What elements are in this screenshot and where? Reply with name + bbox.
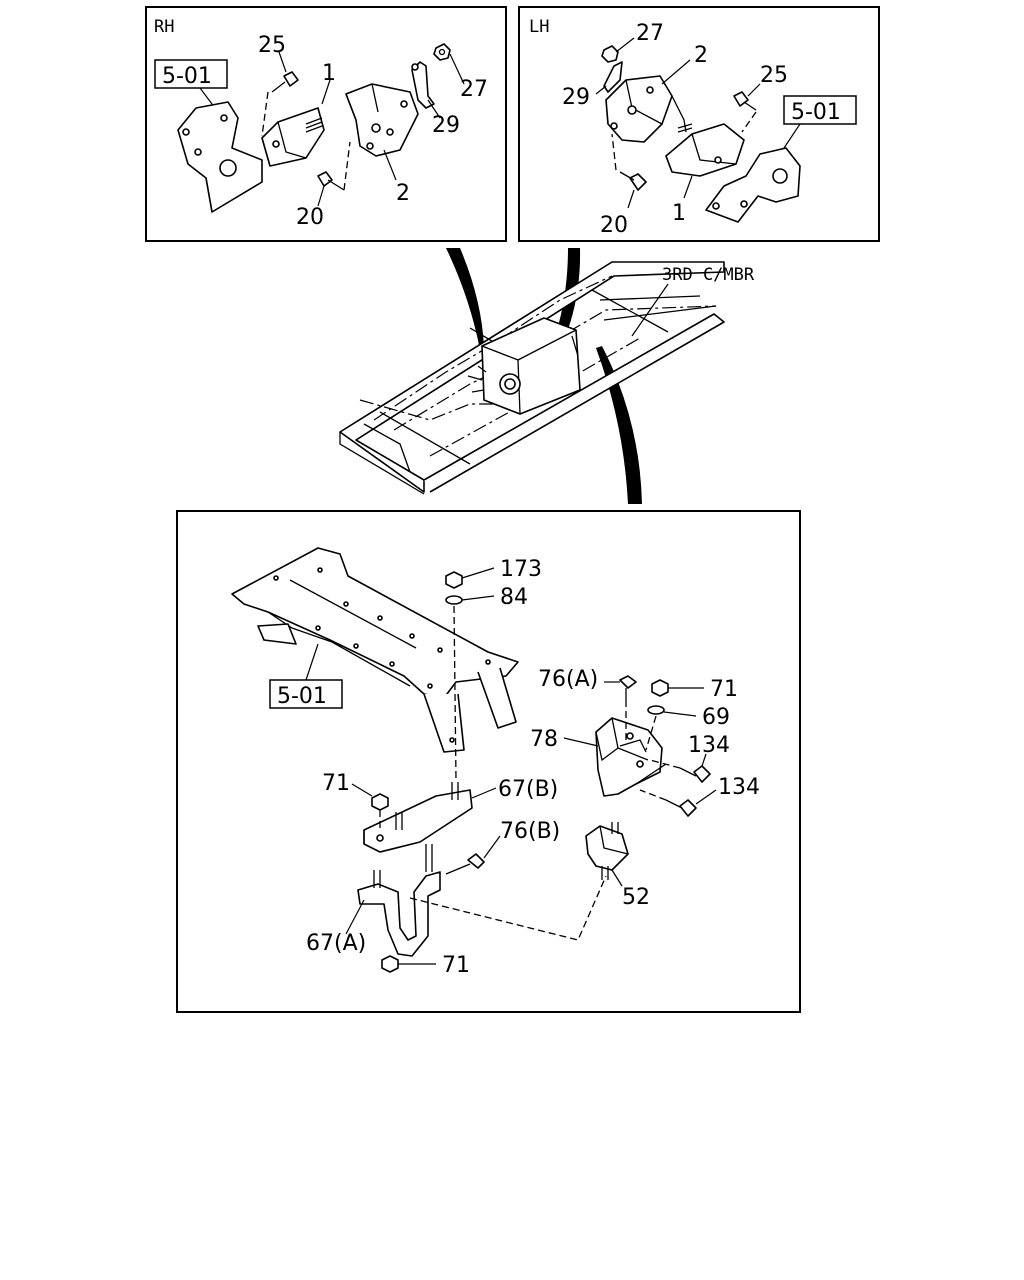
callout-52[interactable]: 52 — [622, 885, 650, 910]
rear-mount-panel: 5-01 173 84 67(B) 71 — [176, 510, 801, 1013]
rh-engine-mount-1 — [261, 107, 325, 167]
rh-callout-20[interactable]: 20 — [296, 205, 324, 230]
nut-71-upper-left — [371, 793, 389, 811]
rear-ref-box[interactable] — [269, 679, 343, 709]
callout-173[interactable]: 173 — [500, 557, 542, 582]
rh-bolt-20-axis — [343, 141, 351, 191]
lh-side-label: LH — [529, 17, 549, 37]
bolt-134-upper — [679, 765, 711, 783]
rh-stopper-29 — [411, 61, 435, 109]
lh-callout-29[interactable]: 29 — [562, 85, 590, 110]
rh-ref-label[interactable]: 5-01 — [162, 64, 212, 89]
rh-nut-27 — [433, 43, 451, 61]
rubber-mount-52 — [585, 822, 629, 880]
lh-engine-mount-1 — [665, 123, 745, 177]
lh-mount-bracket-2 — [605, 75, 687, 143]
lh-bolt-20-axis — [611, 133, 617, 171]
rh-callout-2[interactable]: 2 — [396, 181, 410, 206]
rh-ref-box[interactable] — [154, 59, 228, 89]
callout-76a[interactable]: 76(A) — [538, 667, 598, 692]
lh-panel: LH 27 29 2 — [518, 6, 880, 242]
lh-ref-leader — [783, 123, 801, 149]
rh-pointer-curve — [446, 248, 484, 350]
rear-ref-leader — [305, 643, 319, 681]
bolt-76a — [619, 675, 637, 700]
nut-71-upper-right — [651, 679, 669, 697]
nut-173 — [445, 571, 463, 589]
bracket-78 — [595, 717, 667, 797]
callout-78[interactable]: 78 — [530, 727, 558, 752]
rh-bolt-20 — [317, 171, 345, 191]
bolt-76b — [445, 853, 485, 875]
rh-callout-29[interactable]: 29 — [432, 113, 460, 138]
lh-bolt-25-axis — [741, 111, 757, 133]
washer-69 — [647, 705, 665, 715]
callout-69[interactable]: 69 — [702, 705, 730, 730]
callout-134-lower[interactable]: 134 — [718, 775, 760, 800]
rh-mount-bracket-2 — [345, 83, 419, 157]
lh-callout-27[interactable]: 27 — [636, 21, 664, 46]
rh-panel: RH 5-01 25 1 — [145, 6, 507, 242]
lh-ref-box[interactable] — [783, 95, 857, 125]
chassis-frame: 3RD C/MBR — [339, 248, 755, 504]
rh-frame-bracket — [177, 101, 263, 213]
rh-callout-27[interactable]: 27 — [460, 77, 488, 102]
axis-67a-52 — [409, 875, 607, 941]
lh-callout-2[interactable]: 2 — [694, 43, 708, 68]
callout-67a[interactable]: 67(A) — [306, 931, 366, 956]
lh-bolt-20 — [619, 171, 647, 191]
rh-callout-25[interactable]: 25 — [258, 33, 286, 58]
callout-71-bottom[interactable]: 71 — [442, 953, 470, 978]
rear-pointer-curve — [596, 346, 642, 504]
washer-84 — [445, 595, 463, 605]
lh-pointer-curve — [530, 248, 581, 392]
callout-71-left[interactable]: 71 — [322, 771, 350, 796]
callout-134-upper[interactable]: 134 — [688, 733, 730, 758]
callout-67b[interactable]: 67(B) — [498, 777, 558, 802]
lh-stopper-29 — [603, 61, 623, 93]
lh-callout-1[interactable]: 1 — [672, 201, 686, 226]
bracket-67a — [357, 844, 441, 957]
lh-ref-label[interactable]: 5-01 — [791, 100, 841, 125]
lh-callout-25[interactable]: 25 — [760, 63, 788, 88]
frame-label-3rd-cmbr: 3RD C/MBR — [662, 265, 755, 285]
rh-callout-1[interactable]: 1 — [322, 61, 336, 86]
bracket-67b — [363, 782, 473, 853]
rh-bolt-25 — [271, 71, 299, 93]
nut-71-bottom — [381, 955, 399, 973]
lh-bolt-25 — [733, 91, 757, 111]
callout-76b[interactable]: 76(B) — [500, 819, 560, 844]
rh-bolt-25-axis — [261, 91, 269, 137]
rh-side-label: RH — [154, 17, 174, 37]
lh-frame-bracket — [705, 147, 801, 223]
rear-ref-label[interactable]: 5-01 — [277, 684, 327, 709]
rear-crossmember — [231, 547, 519, 753]
lh-nut-27 — [601, 45, 619, 63]
callout-84[interactable]: 84 — [500, 585, 528, 610]
lh-callout-20[interactable]: 20 — [600, 213, 628, 238]
bolt-134-lower — [665, 799, 697, 817]
axis-173 — [453, 605, 457, 781]
callout-71-right[interactable]: 71 — [710, 677, 738, 702]
